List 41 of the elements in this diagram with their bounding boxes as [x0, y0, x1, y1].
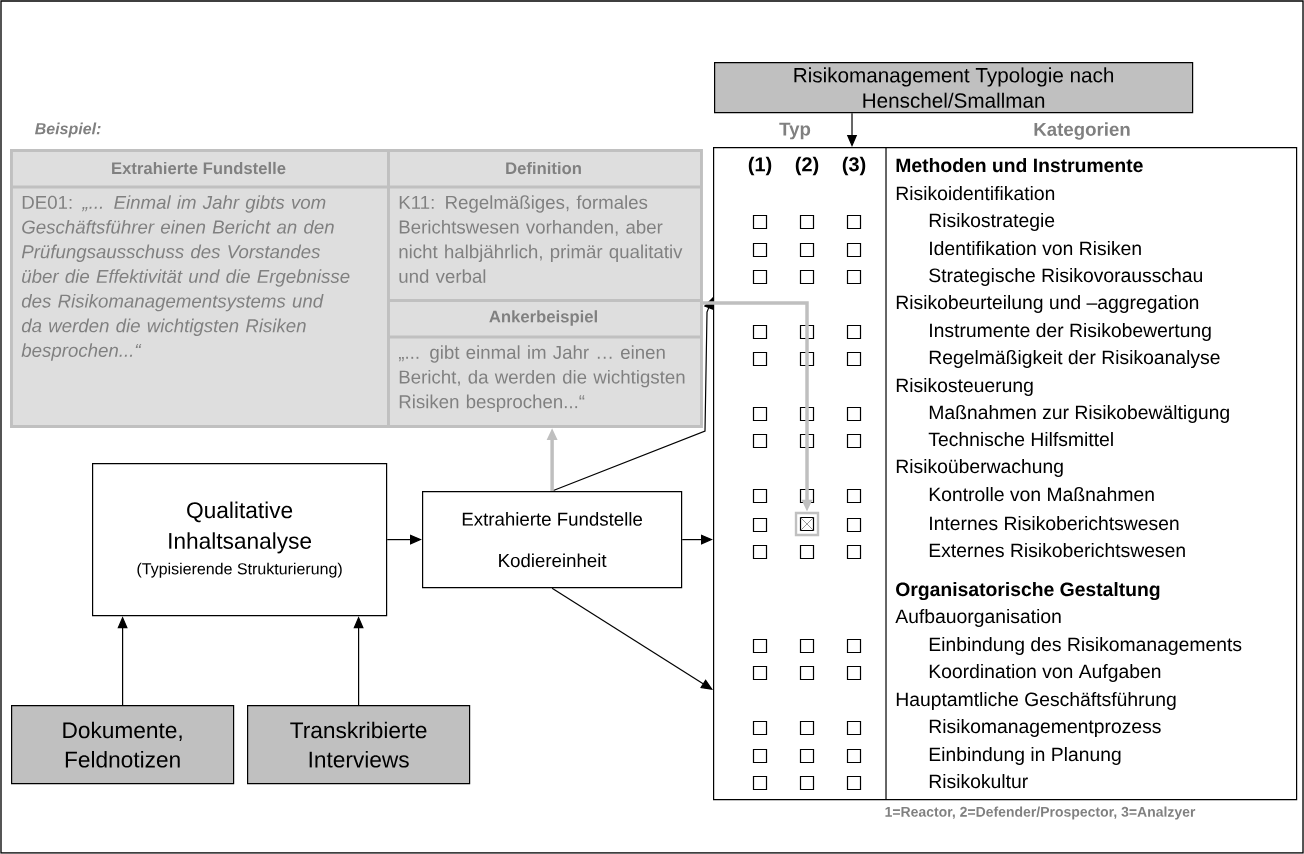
source-box: Dokumente, Feldnotizen	[11, 705, 235, 785]
subcategory-label: Strategische Risikovorausschau	[929, 268, 1203, 286]
process-box: Extrahierte Fundstelle Kodiereinheit	[422, 491, 683, 589]
subcategory-label: Risikomanagementprozess	[929, 719, 1161, 737]
subcategory-label: Instrumente der Risikobewertung	[930, 323, 1211, 341]
arrow	[681, 534, 713, 545]
column-header: (1)	[748, 156, 772, 176]
subcategory-label: Koordination von Aufgaben	[929, 664, 1161, 682]
column-header: (3)	[842, 156, 866, 176]
example-table-cell: Definition K11: Regelmäßiges, formales Berichtswesen vorhanden, aber nicht halbjährlich, primär qualitativ und verbal	[387, 149, 703, 302]
subcategory-label: Einbindung des Risikomanagements	[929, 637, 1242, 655]
arrow	[551, 587, 713, 690]
checked-checkbox	[794, 511, 820, 537]
category-label: Hauptamtliche Geschäftsführung	[896, 692, 1176, 711]
section-heading: Methoden und Instrumente	[896, 158, 1143, 173]
process-box: Qualitative Inhaltsanalyse (Typisierende Strukturierung)	[92, 463, 388, 617]
node-label: Kategorien	[1034, 122, 1130, 140]
category-label: Risikosteuerung	[896, 378, 1033, 396]
arrow	[386, 534, 422, 545]
subcategory-label: Einbindung in Planung	[929, 747, 1121, 766]
example-table-cell: Ankerbeispiel „... gibt einmal im Jahr … einen Bericht, da werden die wichtigsten Risiken besprochen...“	[387, 299, 703, 428]
subcategory-label: Maßnahmen zur Risikobewältigung	[929, 405, 1229, 423]
subcategory-label: Risikostrategie	[929, 213, 1055, 231]
subcategory-label: Internes Risikoberichtswesen	[930, 516, 1179, 531]
subcategory-label: Regelmäßigkeit der Risikoanalyse	[929, 350, 1220, 368]
subcategory-label: Risikokultur	[929, 774, 1028, 789]
subcategory-label: Externes Risikoberichtswesen	[929, 543, 1185, 558]
subcategory-label: Technische Hilfsmittel	[928, 432, 1113, 447]
title-box: Risikomanagement Typologie nach Henschel/Smallman	[714, 62, 1194, 114]
node-label: Typ	[779, 122, 811, 140]
category-label: Aufbauorganisation	[895, 609, 1061, 627]
category-label: Risikobeurteilung und –aggregation	[896, 295, 1199, 313]
subcategory-label: Identifikation von Risiken	[930, 241, 1141, 256]
category-label: Risikoidentifikation	[896, 186, 1055, 201]
category-label: Risikoüberwachung	[896, 459, 1063, 477]
subcategory-label: Kontrolle von Maßnahmen	[929, 487, 1154, 502]
source-box: Transkribierte Interviews	[247, 705, 471, 785]
arrow	[551, 297, 714, 492]
section-heading: Organisatorische Gestaltung	[896, 582, 1160, 601]
column-header: (2)	[795, 156, 819, 176]
legend-note: 1=Reactor, 2=Defender/Prospector, 3=Analzyer	[885, 806, 1196, 820]
